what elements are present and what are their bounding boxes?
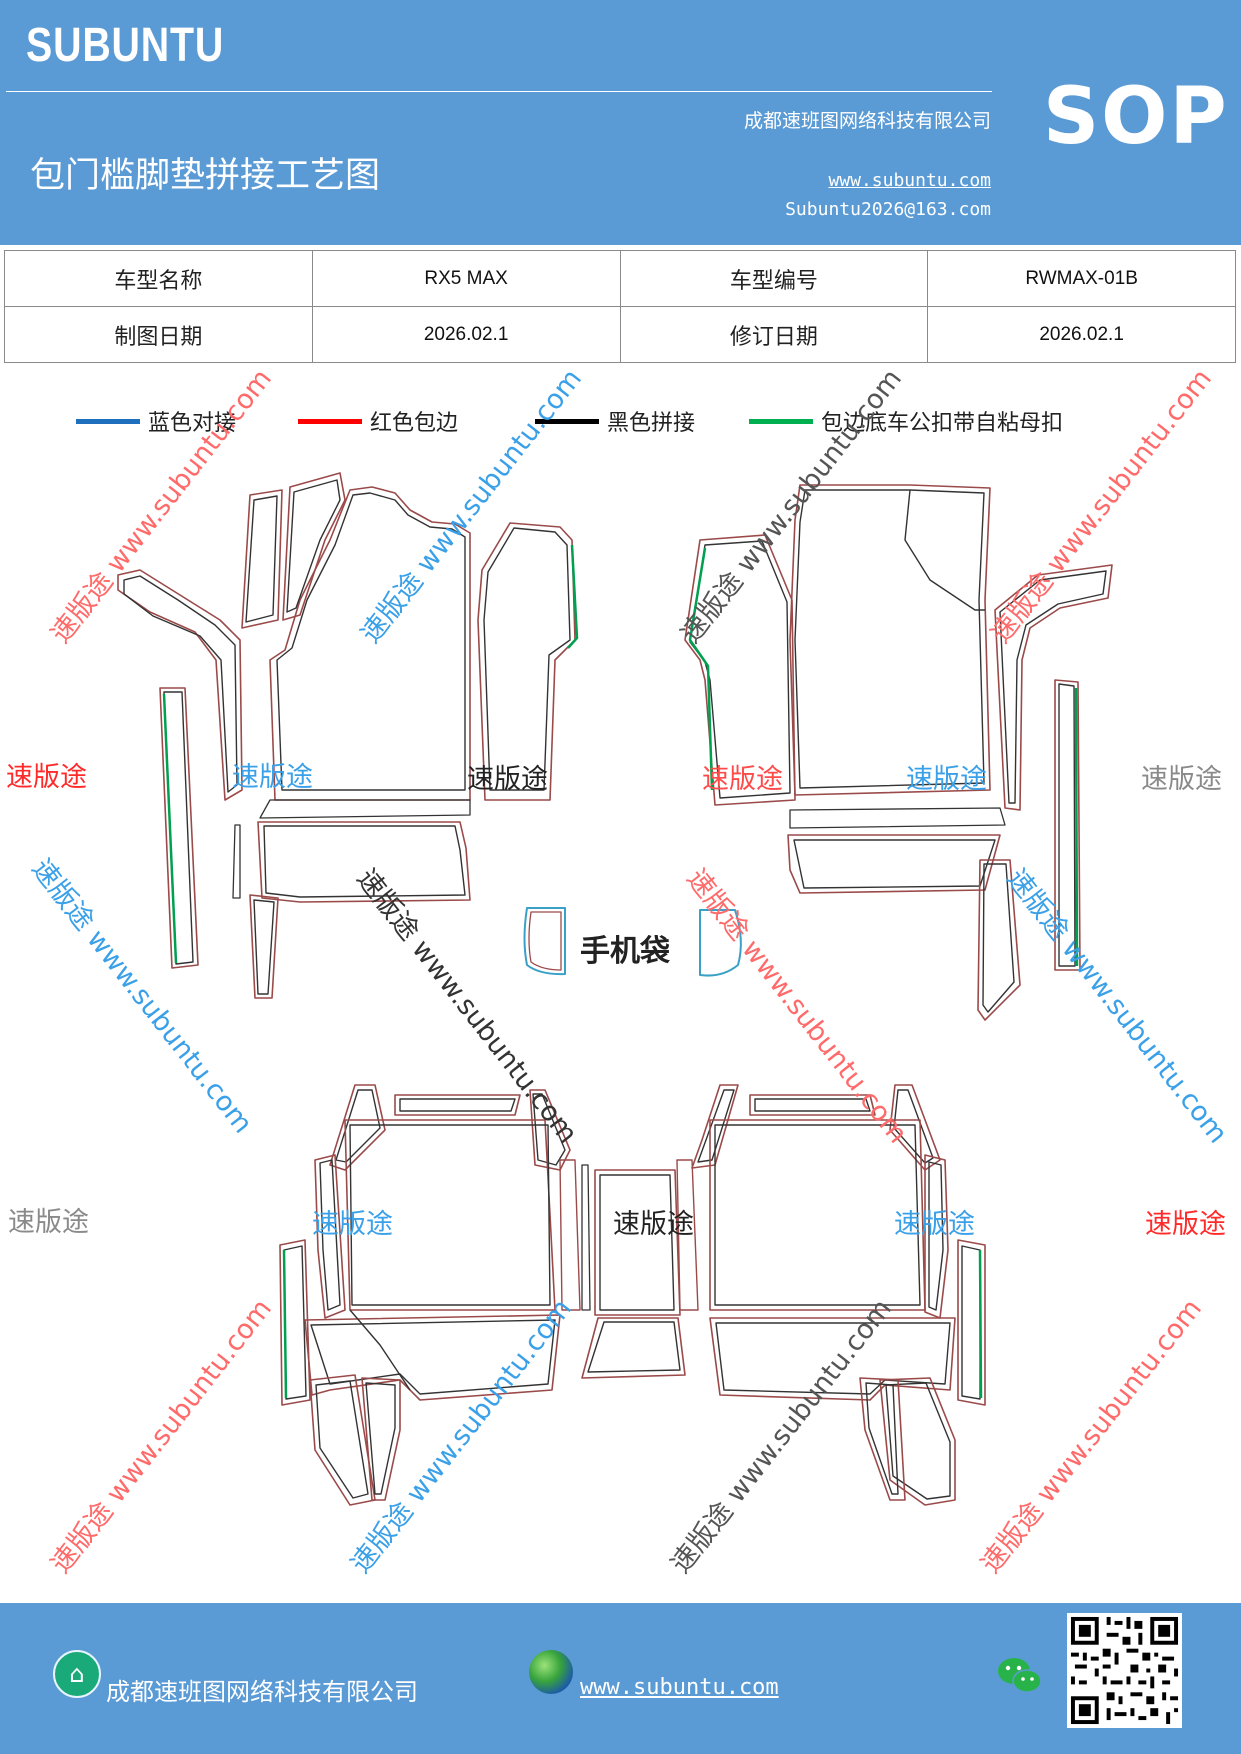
sop-badge: SOP bbox=[1043, 72, 1229, 162]
watermark-brand: 速版途 bbox=[702, 764, 783, 795]
legend-label: 红色包边 bbox=[370, 411, 459, 436]
legend-swatch-green bbox=[749, 418, 813, 424]
legend-label: 黑色拼接 bbox=[607, 411, 696, 436]
rear-left-mat-set bbox=[279, 1084, 591, 1506]
wechat-icon bbox=[998, 1658, 1042, 1693]
table-row: 车型名称 RX5 MAX 车型编号 RWMAX-01B bbox=[4, 250, 1236, 307]
globe-icon bbox=[529, 1650, 573, 1694]
watermark-brand: 速版途 bbox=[1141, 764, 1222, 795]
rear-right-mat-set bbox=[676, 1084, 986, 1506]
legend-item-red: 红色包边 bbox=[298, 406, 458, 436]
mat-pattern-drawing bbox=[117, 472, 1113, 1506]
table-row: 制图日期 2026.02.1 修订日期 2026.02.1 bbox=[4, 306, 1236, 363]
brand-logo: SUBUNTU bbox=[26, 19, 225, 72]
watermark-brand: 速版途 bbox=[613, 1209, 694, 1240]
footer-company: 成都速班图网络科技有限公司 bbox=[106, 1678, 418, 1706]
phone-bag-label: 手机袋 bbox=[580, 934, 670, 969]
watermark-brand: 速版途 bbox=[8, 1207, 89, 1238]
watermark-brand: 速版途 bbox=[906, 764, 987, 795]
document-title: 包门槛脚垫拼接工艺图 bbox=[30, 156, 381, 196]
watermark-brand: 速版途 bbox=[1145, 1209, 1226, 1240]
rear-center-mat-set bbox=[581, 1169, 686, 1379]
legend-swatch-black bbox=[535, 418, 599, 424]
building-icon: ⌂ bbox=[53, 1650, 101, 1698]
front-right-mat-set bbox=[684, 484, 1113, 1021]
legend-item-green: 包边底车公扣带自粘母扣 bbox=[749, 406, 1063, 436]
legend-label: 包边底车公扣带自粘母扣 bbox=[821, 411, 1064, 436]
model-name-value: RX5 MAX bbox=[311, 250, 621, 307]
header-band bbox=[0, 0, 1241, 245]
header-divider bbox=[6, 91, 992, 92]
watermark-brand: 速版途 bbox=[467, 764, 548, 795]
legend-item-black: 黑色拼接 bbox=[535, 406, 695, 436]
revision-date-value: 2026.02.1 bbox=[927, 306, 1236, 363]
draw-date-value: 2026.02.1 bbox=[311, 306, 621, 363]
phone-bag-pieces bbox=[523, 907, 742, 977]
legend-label: 蓝色对接 bbox=[148, 411, 237, 436]
front-left-mat-set bbox=[117, 472, 579, 999]
model-code-value: RWMAX-01B bbox=[927, 250, 1236, 307]
draw-date-label: 制图日期 bbox=[4, 306, 313, 363]
header-email[interactable]: Subuntu2026@163.com bbox=[785, 199, 991, 220]
watermark-brand: 速版途 bbox=[312, 1209, 393, 1240]
revision-date-label: 修订日期 bbox=[619, 306, 929, 363]
legend-item-blue: 蓝色对接 bbox=[76, 406, 236, 436]
legend-swatch-red bbox=[298, 418, 362, 424]
model-name-label: 车型名称 bbox=[4, 250, 313, 307]
header-company: 成都速班图网络科技有限公司 bbox=[743, 110, 991, 132]
qr-code[interactable] bbox=[1067, 1613, 1182, 1728]
watermark-brand: 速版途 bbox=[232, 762, 313, 793]
model-code-label: 车型编号 bbox=[619, 250, 929, 307]
vehicle-info-table: 车型名称 RX5 MAX 车型编号 RWMAX-01B 制图日期 2026.02… bbox=[4, 250, 1236, 363]
legend-swatch-blue bbox=[76, 418, 140, 424]
watermark-brand: 速版途 bbox=[894, 1209, 975, 1240]
header-website-link[interactable]: www.subuntu.com bbox=[828, 170, 991, 191]
watermark-brand: 速版途 bbox=[6, 762, 87, 793]
footer-website-link[interactable]: www.subuntu.com bbox=[580, 1675, 779, 1700]
